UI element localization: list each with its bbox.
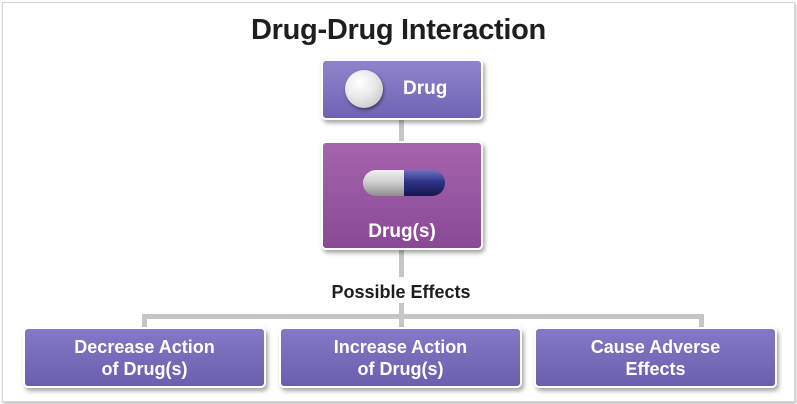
connector-bar-to-effect-1 <box>142 314 147 329</box>
connector-horizontal-bar <box>142 314 704 319</box>
drug-node: Drug <box>321 59 483 120</box>
effect-node-label: Cause Adverse Effects <box>590 336 721 379</box>
drugs-node-label: Drug(s) <box>368 221 436 242</box>
connector-drugs-to-label <box>399 249 404 277</box>
drugs-node: Drug(s) <box>321 141 483 250</box>
effect-node-increase: Increase Action of Drug(s) <box>279 327 522 388</box>
effect-node-label: Increase Action of Drug(s) <box>333 336 468 379</box>
capsule-icon <box>363 170 445 196</box>
possible-effects-label: Possible Effects <box>331 282 471 302</box>
round-pill-icon <box>345 70 383 108</box>
connector-bar-to-effect-2 <box>399 314 404 329</box>
effect-node-decrease: Decrease Action of Drug(s) <box>23 327 266 388</box>
connector-drug-to-drugs <box>399 119 404 142</box>
drug-node-label: Drug <box>403 78 448 99</box>
connector-label-to-bar <box>399 303 404 317</box>
effect-node-adverse: Cause Adverse Effects <box>534 327 777 388</box>
connector-bar-to-effect-3 <box>699 314 704 329</box>
diagram-title: Drug-Drug Interaction <box>251 14 546 46</box>
effect-node-label: Decrease Action of Drug(s) <box>74 336 215 379</box>
